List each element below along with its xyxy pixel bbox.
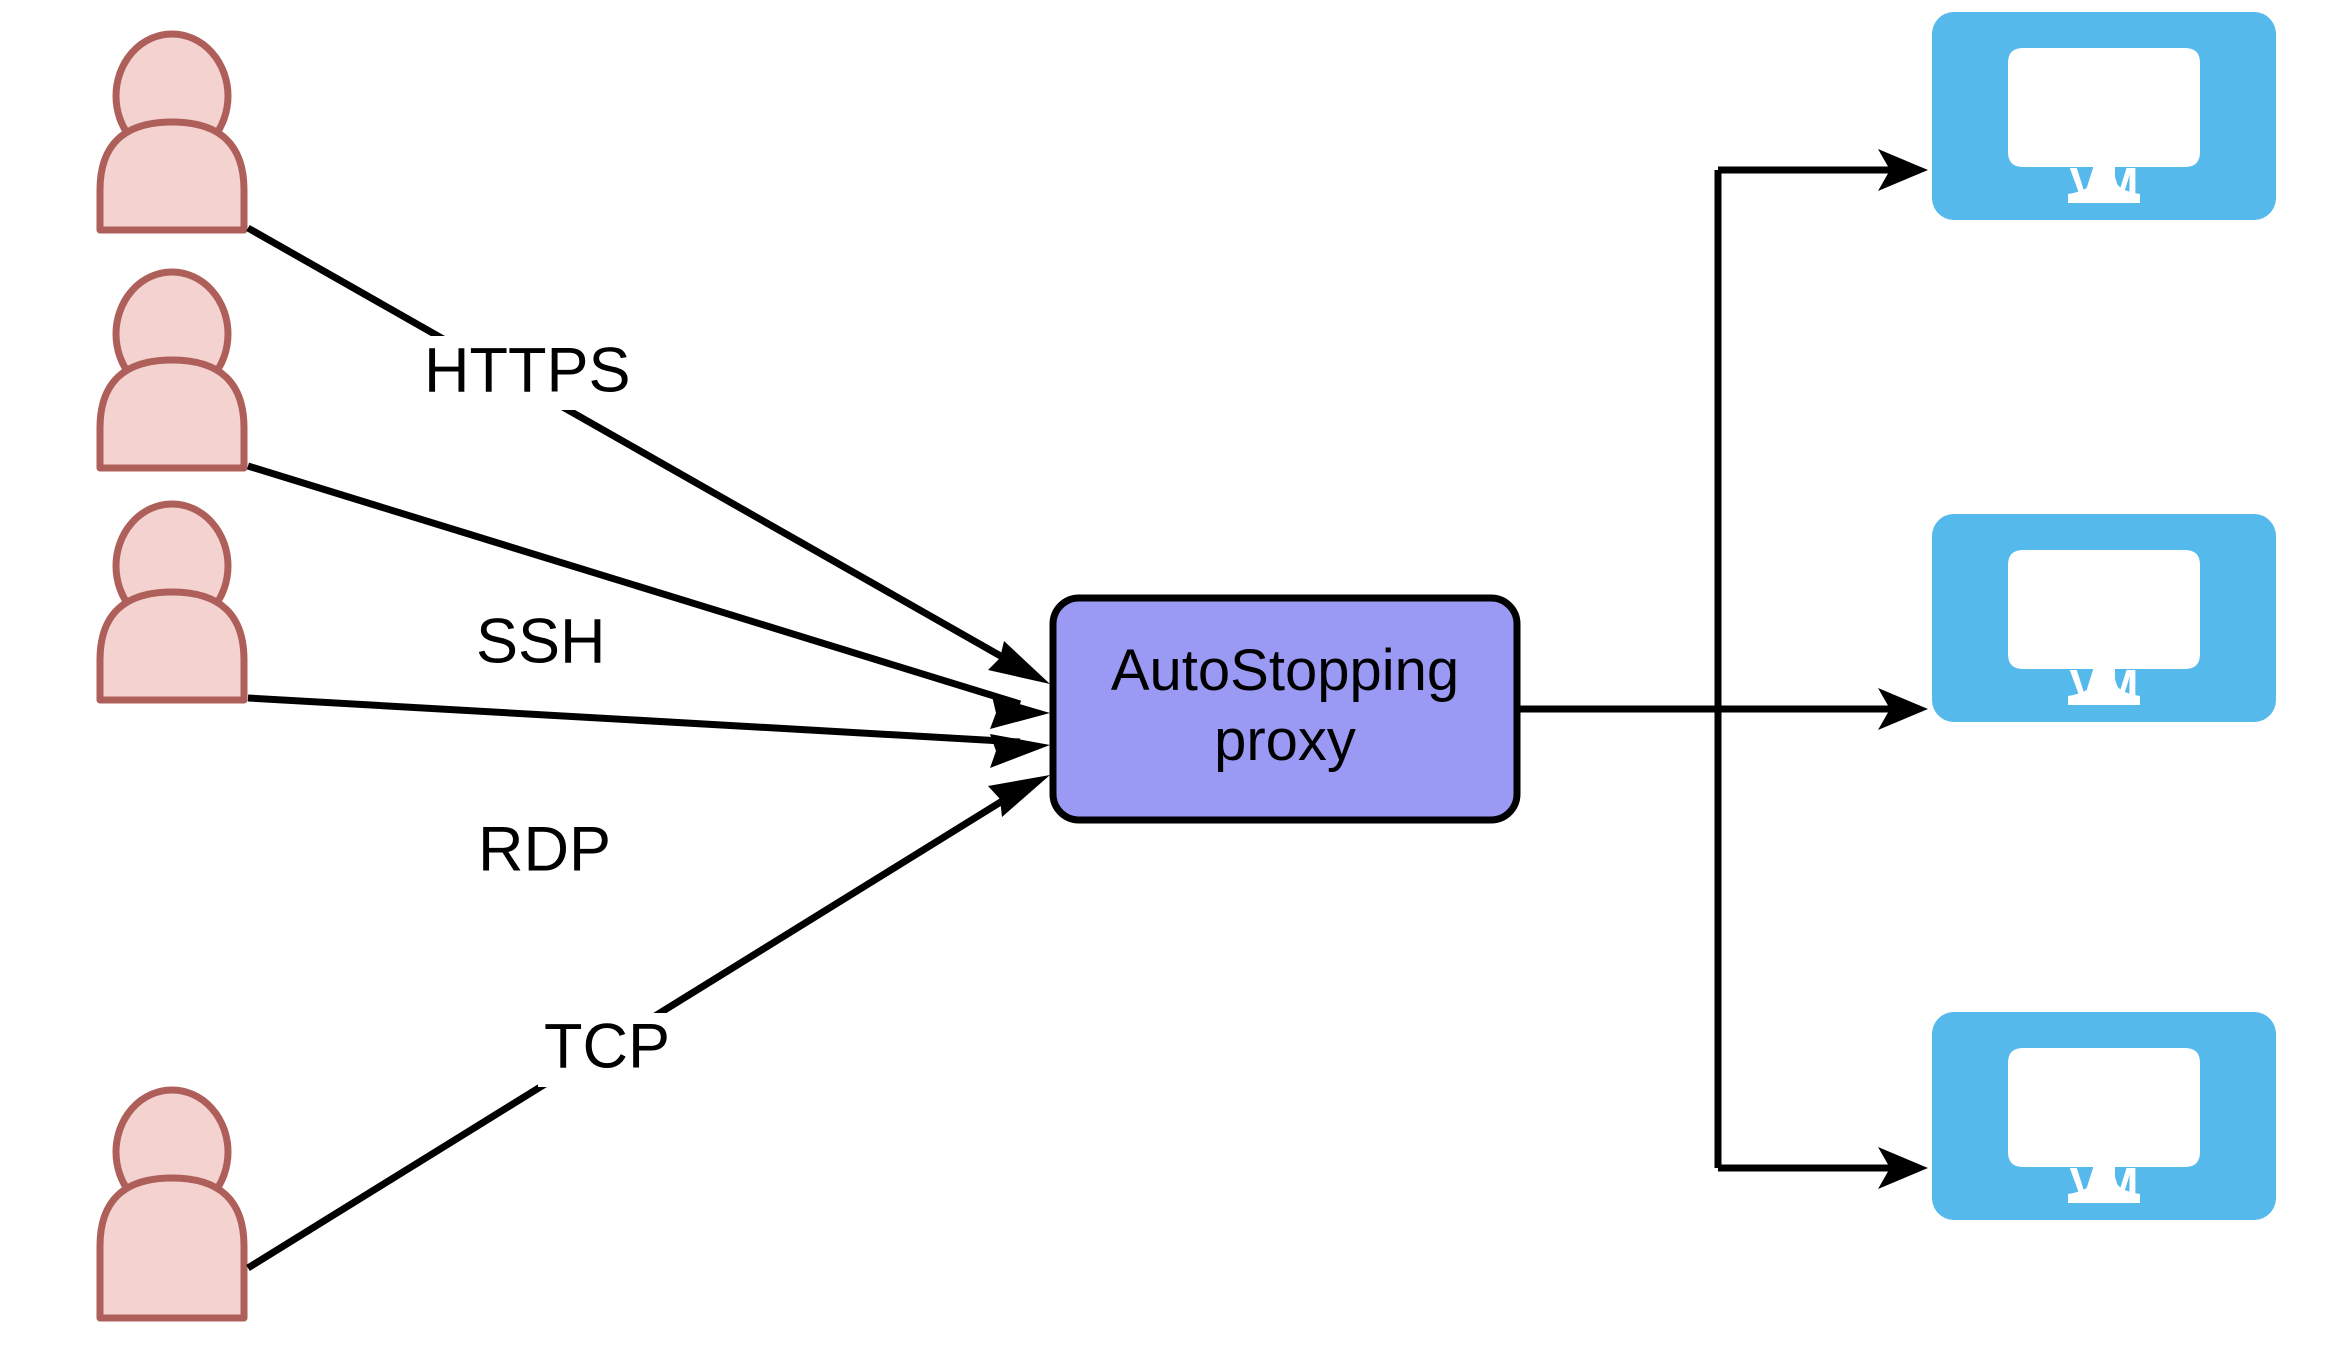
- edge-label-ssh-text: SSH: [476, 607, 606, 677]
- user-icon-body: [96, 588, 248, 704]
- user-icon-body: [96, 356, 248, 472]
- vm-3-node[interactable]: VM: [1932, 1012, 2276, 1220]
- arrowhead-icon: [1878, 149, 1928, 191]
- edge-label-https-text: HTTPS: [424, 336, 631, 406]
- vm-2-node[interactable]: VM: [1932, 514, 2276, 722]
- edge-rdp: [247, 694, 1050, 768]
- edge-https: [246, 224, 1050, 684]
- actor-2[interactable]: [96, 268, 248, 472]
- edge-label-ssh: SSH: [470, 607, 622, 682]
- proxy-label-line2: proxy: [1214, 708, 1356, 773]
- virtual-machine-icon: [2008, 550, 2200, 705]
- user-icon-body: [96, 118, 248, 234]
- edge-label-tcp-text: TCP: [544, 1012, 670, 1082]
- vm-card-label: VM: [2070, 660, 2139, 712]
- edge-label-https: HTTPS: [418, 336, 643, 410]
- virtual-machine-icon: [2008, 48, 2200, 203]
- vm-1-node[interactable]: VM: [1932, 12, 2276, 220]
- arrowhead-icon: [990, 696, 1050, 729]
- edge-ssh: [246, 462, 1050, 729]
- arrowhead-icon: [988, 775, 1050, 817]
- arrowhead-icon: [1878, 1147, 1928, 1189]
- actor-3[interactable]: [96, 500, 248, 704]
- vm-card-label: VM: [2070, 158, 2139, 210]
- edge-label-tcp: TCP: [538, 1012, 686, 1087]
- proxy-label-line1: AutoStopping: [1111, 638, 1459, 703]
- arrowhead-icon: [1878, 688, 1928, 730]
- edge-label-rdp: RDP: [472, 815, 624, 890]
- user-icon-body: [96, 1174, 248, 1322]
- edge-label-rdp-text: RDP: [478, 815, 611, 885]
- actor-1[interactable]: [96, 30, 248, 234]
- actor-4[interactable]: [96, 1086, 248, 1322]
- edge-proxy-to-vms: [1517, 149, 1928, 1189]
- autostopping-proxy-node[interactable]: AutoStopping proxy: [1049, 594, 1521, 824]
- virtual-machine-icon: [2008, 1048, 2200, 1203]
- vm-card-label: VM: [2070, 1158, 2139, 1210]
- arrowhead-icon: [990, 734, 1050, 768]
- arrowhead-icon: [988, 641, 1050, 684]
